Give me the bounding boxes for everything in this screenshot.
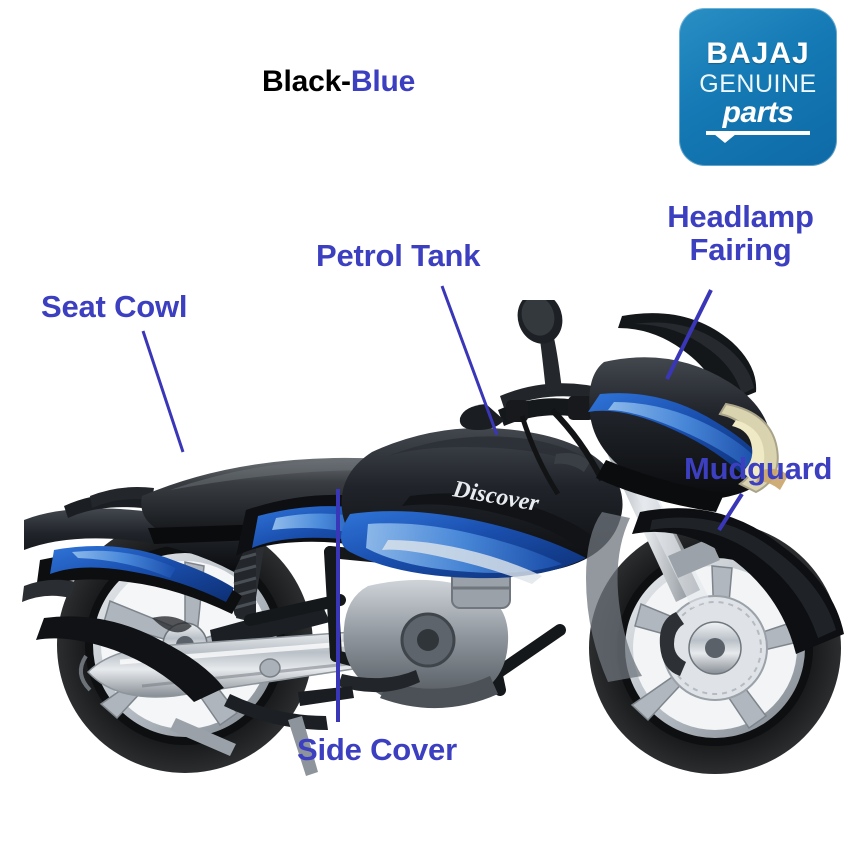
bajaj-genuine-parts-logo: BAJAJ GENUINE parts — [679, 8, 837, 166]
logo-parts-text: parts — [722, 96, 794, 129]
label-seat-cowl: Seat Cowl — [41, 289, 188, 324]
front-mudguard — [586, 508, 844, 682]
colour-scheme-title: Black-Blue — [262, 65, 416, 98]
label-headlamp-fairing: Headlamp Fairing — [653, 200, 828, 267]
logo-brand-text: BAJAJ — [706, 37, 810, 70]
stand-and-pegs — [170, 694, 328, 776]
label-side-cover: Side Cover — [297, 732, 457, 767]
colour-title-black: Black- — [262, 65, 351, 98]
petrol-tank: Discover — [341, 427, 623, 584]
label-headlamp-fairing-line1: Headlamp — [667, 199, 814, 234]
front-wheel — [589, 522, 841, 774]
label-mudguard: Mudguard — [684, 451, 833, 486]
label-headlamp-fairing-line2: Fairing — [689, 232, 792, 268]
colour-title-blue: Blue — [350, 65, 416, 98]
logo-underline-arrow — [706, 131, 810, 143]
logo-genuine-text: GENUINE — [699, 70, 817, 98]
motorcycle-illustration: Discover — [22, 300, 844, 776]
headlamp-fairing — [588, 313, 788, 512]
label-petrol-tank: Petrol Tank — [316, 238, 481, 273]
